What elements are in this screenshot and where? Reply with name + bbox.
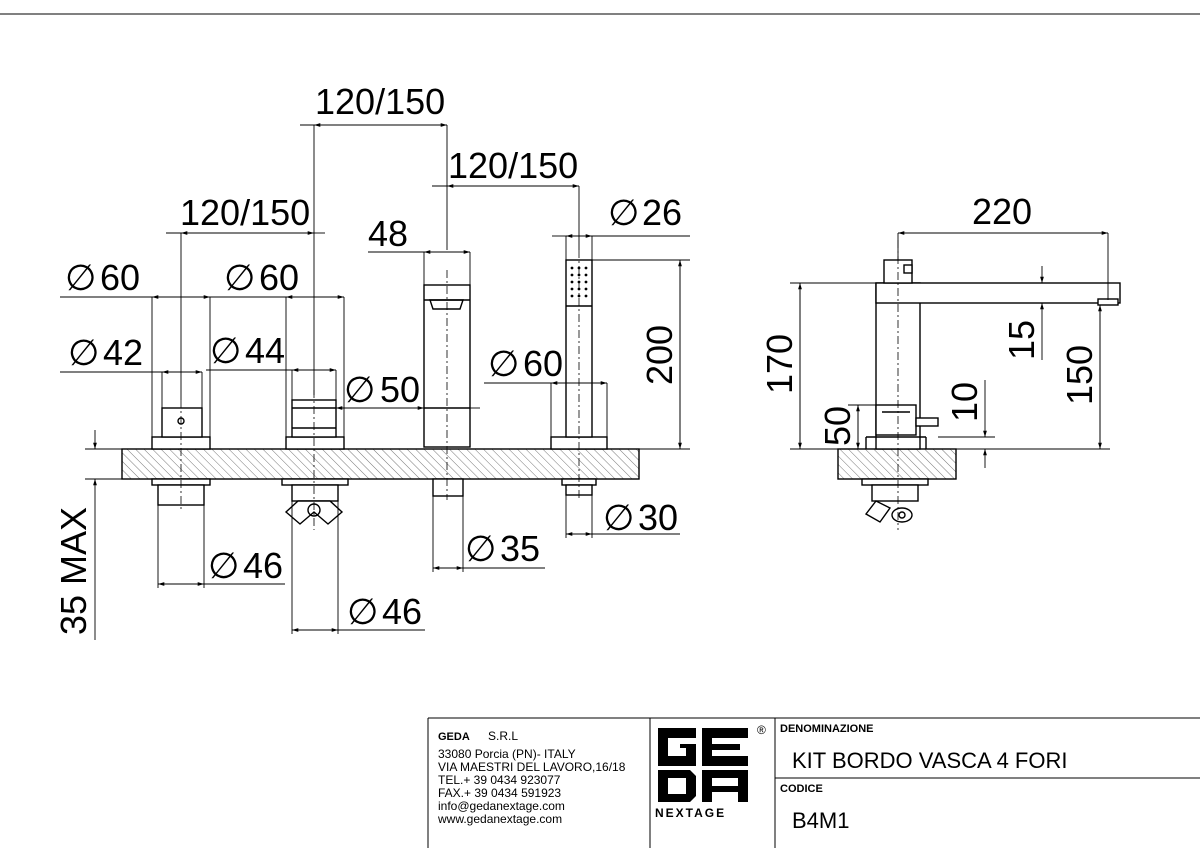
- side-deck-slab: [837, 448, 957, 480]
- dim-line-50-side: [848, 404, 876, 449]
- svg-text:60: 60: [259, 257, 299, 298]
- website: www.gedanextage.com: [437, 812, 562, 826]
- handle-left: [151, 400, 211, 510]
- label-dia-35: ∅ 35: [465, 528, 540, 569]
- title-block: [427, 717, 1200, 848]
- svg-text:∅: ∅: [65, 257, 96, 298]
- dim-line-60-mid: [210, 295, 345, 437]
- product-info: DENOMINAZIONE KIT BORDO VASCA 4 FORI COD…: [780, 723, 1067, 833]
- label-120-150-left: 120/150: [180, 192, 310, 233]
- side-view: [790, 231, 1121, 530]
- label-dia-30: ∅ 30: [603, 497, 678, 538]
- dim-line-150: [956, 304, 1118, 450]
- email: info@gedanextage.com: [438, 799, 565, 813]
- label-10: 10: [944, 382, 985, 422]
- denominazione-label: DENOMINAZIONE: [780, 723, 874, 735]
- svg-text:46: 46: [243, 545, 283, 586]
- svg-text:42: 42: [103, 332, 143, 373]
- label-220: 220: [972, 191, 1032, 232]
- svg-text:∅: ∅: [68, 332, 99, 373]
- label-120-150-right: 120/150: [448, 145, 578, 186]
- dim-line-42: [60, 370, 203, 408]
- dim-line-60-left: [60, 295, 211, 437]
- dim-line-44: [206, 368, 337, 400]
- front-view-labels: 120/150 120/150 120/150 48 ∅ 26 ∅ 60 ∅ 6…: [53, 81, 682, 635]
- dim-line-35: [432, 496, 545, 572]
- dim-line-200: [592, 259, 690, 450]
- svg-text:∅: ∅: [608, 192, 639, 233]
- label-35-max: 35 MAX: [53, 507, 94, 635]
- company-info: GEDA S.R.L 33080 Porcia (PN)- ITALY VIA …: [437, 729, 626, 826]
- codice-label: CODICE: [780, 783, 823, 795]
- logo-word: NEXTAGE: [655, 806, 726, 820]
- label-dia-46-left: ∅ 46: [208, 545, 283, 586]
- svg-text:50: 50: [380, 369, 420, 410]
- dim-line-26: [552, 234, 690, 260]
- address-line-1: 33080 Porcia (PN)- ITALY: [438, 747, 576, 761]
- hand-shower: [550, 250, 608, 500]
- label-dia-46-mid: ∅ 46: [347, 591, 422, 632]
- fax: FAX.+ 39 0434 591923: [438, 786, 561, 800]
- denominazione-value: KIT BORDO VASCA 4 FORI: [792, 748, 1067, 773]
- svg-text:∅: ∅: [465, 528, 496, 569]
- label-dia-60-right: ∅ 60: [488, 343, 563, 384]
- svg-text:46: 46: [382, 591, 422, 632]
- dim-line-35max: [85, 430, 122, 640]
- codice-value: B4M1: [792, 808, 849, 833]
- svg-text:∅: ∅: [603, 497, 634, 538]
- diverter-valve: [281, 390, 349, 530]
- svg-text:30: 30: [638, 497, 678, 538]
- svg-text:44: 44: [245, 330, 285, 371]
- spout: [423, 270, 471, 500]
- svg-text:26: 26: [642, 192, 682, 233]
- label-15: 15: [1001, 320, 1042, 360]
- label-120-150-top: 120/150: [315, 81, 445, 122]
- label-dia-50: ∅ 50: [344, 369, 420, 410]
- dim-line-170: [790, 282, 876, 450]
- dim-line-220: [897, 231, 1109, 300]
- svg-text:∅: ∅: [347, 591, 378, 632]
- label-48: 48: [368, 213, 408, 254]
- svg-text:∅: ∅: [224, 257, 255, 298]
- dim-line-60-right: [484, 381, 608, 437]
- svg-text:60: 60: [523, 343, 563, 384]
- address-line-2: VIA MAESTRI DEL LAVORO,16/18: [438, 760, 626, 774]
- front-view: [60, 123, 690, 640]
- company-name: GEDA: [438, 731, 470, 743]
- label-200: 200: [639, 325, 680, 385]
- dim-line-10: [938, 380, 995, 468]
- label-dia-60-mid: ∅ 60: [224, 257, 299, 298]
- label-50-side: 50: [817, 406, 858, 446]
- label-dia-44: ∅ 44: [210, 330, 285, 371]
- phone: TEL.+ 39 0434 923077: [438, 773, 561, 787]
- label-dia-42: ∅ 42: [68, 332, 143, 373]
- svg-text:∅: ∅: [344, 369, 375, 410]
- dim-line-30: [565, 495, 680, 538]
- dim-line-2: [432, 184, 580, 250]
- label-170: 170: [759, 334, 800, 394]
- registered-mark: ®: [757, 723, 766, 737]
- svg-text:60: 60: [100, 257, 140, 298]
- svg-text:35: 35: [500, 528, 540, 569]
- deck-slab: [121, 448, 640, 480]
- label-dia-26: ∅ 26: [608, 192, 682, 233]
- label-dia-60-left: ∅ 60: [65, 257, 140, 298]
- geda-logo: NEXTAGE ®: [655, 723, 766, 820]
- dim-line-46-left: [157, 505, 285, 588]
- svg-text:∅: ∅: [210, 330, 241, 371]
- label-150: 150: [1059, 345, 1100, 405]
- svg-text:∅: ∅: [488, 343, 519, 384]
- dim-line-48: [368, 250, 471, 285]
- company-suffix: S.R.L: [488, 729, 518, 743]
- side-view-labels: 220 170 150 15 10 50: [759, 191, 1100, 446]
- dim-line-46-mid: [291, 501, 425, 634]
- svg-text:∅: ∅: [208, 545, 239, 586]
